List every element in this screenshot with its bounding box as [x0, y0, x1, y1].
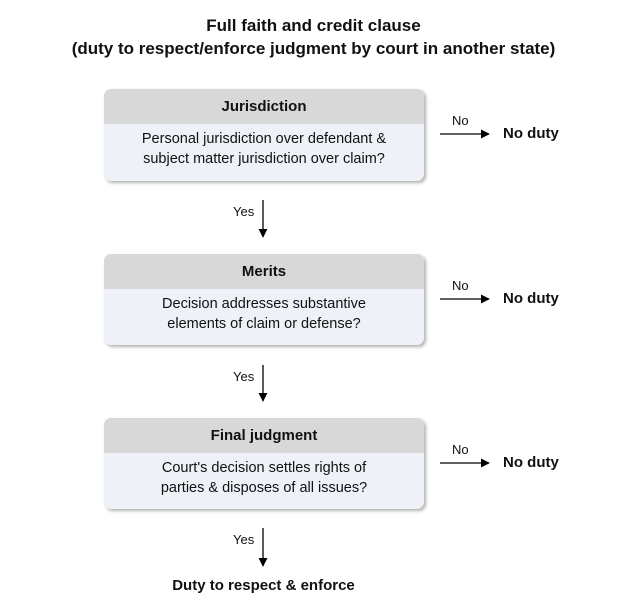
jurisdiction-heading: Jurisdiction: [104, 89, 424, 124]
merits-yes-label: Yes: [233, 369, 255, 384]
final-judgment-question: Court's decision settles rights of parti…: [104, 453, 424, 498]
jurisdiction-question-line-1: Personal jurisdiction over defendant &: [141, 131, 387, 147]
diagram-title-line-2: (duty to respect/enforce judgment by cou…: [71, 39, 556, 58]
diagram-title-line-1: Full faith and credit clause: [206, 16, 421, 35]
merits-question: Decision addresses substantive elements …: [104, 289, 424, 334]
jurisdiction-question: Personal jurisdiction over defendant & s…: [104, 124, 424, 169]
merits-no-duty: No duty: [503, 290, 559, 307]
outcome-duty-to-respect: Duty to respect & enforce: [172, 577, 355, 594]
merits-question-line-2: elements of claim or defense?: [167, 316, 361, 332]
jurisdiction-no-label: No: [452, 113, 469, 128]
merits-no-label: No: [452, 278, 469, 293]
merits-box: Merits Decision addresses substantive el…: [104, 254, 424, 345]
jurisdiction-box: Jurisdiction Personal jurisdiction over …: [104, 89, 424, 181]
merits-question-line-1: Decision addresses substantive: [162, 296, 366, 312]
final-judgment-heading: Final judgment: [104, 418, 424, 453]
jurisdiction-no-duty: No duty: [503, 125, 559, 142]
final-judgment-no-label: No: [452, 442, 469, 457]
final-judgment-no-duty: No duty: [503, 454, 559, 471]
final-judgment-box: Final judgment Court's decision settles …: [104, 418, 424, 509]
jurisdiction-question-line-2: subject matter jurisdiction over claim?: [143, 151, 385, 167]
merits-heading: Merits: [104, 254, 424, 289]
jurisdiction-yes-label: Yes: [233, 204, 255, 219]
final-judgment-yes-label: Yes: [233, 532, 255, 547]
final-judgment-question-line-1: Court's decision settles rights of: [161, 460, 367, 476]
final-judgment-question-line-2: parties & disposes of all issues?: [160, 480, 368, 496]
